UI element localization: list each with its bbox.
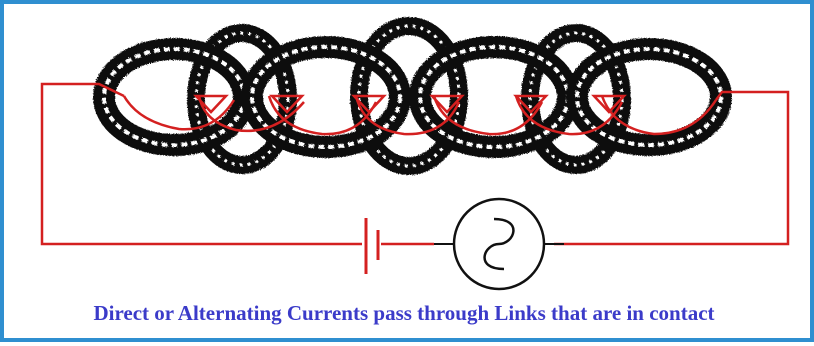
- current-arc: [514, 95, 624, 136]
- current-path: [122, 94, 718, 136]
- chain-cross-link: [187, 24, 297, 174]
- chain: [93, 17, 732, 175]
- current-arc: [122, 95, 236, 131]
- current-arc: [197, 95, 305, 133]
- current-arc: [600, 95, 718, 136]
- contact-point: [269, 94, 305, 114]
- contact-point: [193, 94, 229, 114]
- current-arc: [267, 95, 378, 136]
- ac-source-icon: [434, 197, 564, 291]
- diagram-caption: Direct or Alternating Currents pass thro…: [93, 301, 715, 325]
- chain-link: [566, 38, 732, 156]
- contact-point: [591, 94, 627, 114]
- contact-point: [429, 94, 465, 114]
- contact-point: [513, 94, 549, 114]
- chain-circuit-diagram: [40, 17, 790, 291]
- circuit-wire: [40, 82, 790, 246]
- chain-link: [241, 36, 411, 158]
- battery-icon: [364, 218, 380, 274]
- contact-point: [351, 94, 387, 114]
